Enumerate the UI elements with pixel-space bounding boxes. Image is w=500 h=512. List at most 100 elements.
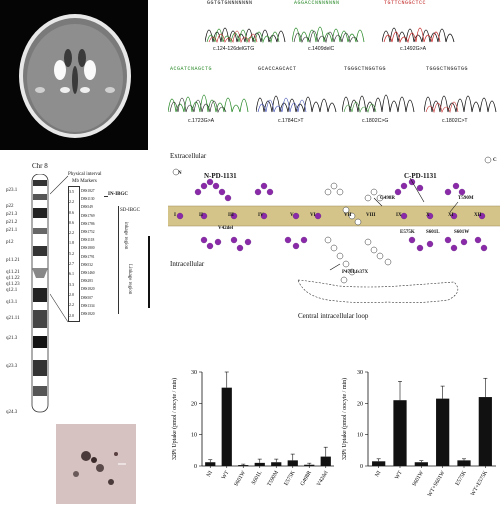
band-label: p21.2 bbox=[6, 220, 18, 225]
chromatogram-3-label: c.1492G>A bbox=[400, 46, 427, 52]
bar bbox=[205, 462, 216, 466]
sd-ibgc-bracket bbox=[118, 206, 119, 314]
band-label: p22 bbox=[6, 204, 14, 209]
band-label: q11.21 bbox=[6, 270, 20, 275]
y-tick-label: 0 bbox=[360, 464, 363, 470]
interval-value: 2.0 bbox=[69, 312, 74, 318]
bar bbox=[478, 397, 492, 466]
interval-value: 0.6 bbox=[69, 219, 74, 225]
bar-chart-left: 32Pi Uptake (pmol / oocyte / min)0102030… bbox=[171, 370, 334, 488]
interval-value: 2.2 bbox=[69, 302, 74, 308]
marker-name: D8S1786 bbox=[81, 221, 95, 226]
x-tick-label: S601W bbox=[233, 469, 247, 487]
marker-name: D8S1334 bbox=[81, 303, 95, 308]
y-axis-label: 32Pi Uptake (pmol / oocyte / min) bbox=[171, 378, 178, 460]
in-ibgc-label: IN-IBGC bbox=[108, 192, 129, 197]
marker-name: D8S1752 bbox=[81, 230, 95, 235]
interval-value: 2.7 bbox=[69, 261, 74, 267]
chromatogram-7: TGGGCTNGGTGG c.1802C>T bbox=[424, 66, 500, 126]
bar bbox=[320, 456, 331, 466]
helix-label: IX bbox=[396, 213, 402, 218]
interval-box bbox=[68, 186, 80, 322]
trace-5 bbox=[256, 95, 337, 113]
c-domain-label: C-PD-1131 bbox=[404, 172, 437, 180]
marker-name: D8S549 bbox=[81, 205, 93, 210]
helix-label: VI bbox=[310, 213, 316, 218]
chromatogram-1-label: c.124-126delGTG bbox=[213, 46, 255, 52]
marker-name: D8S1820 bbox=[81, 312, 95, 317]
linkage-bar bbox=[148, 236, 150, 308]
trace-6 bbox=[342, 94, 415, 114]
bar bbox=[304, 464, 315, 466]
bar bbox=[254, 462, 265, 466]
mutation-label: E575K bbox=[400, 230, 415, 235]
topology-diagram: Extracellular Intracellular N-PD-1131 C-… bbox=[168, 152, 500, 352]
marker-name: D8S1769 bbox=[81, 213, 95, 218]
central-loop-label: Central intracellular loop bbox=[298, 312, 369, 320]
band-label: p11.21 bbox=[6, 258, 20, 263]
bar bbox=[457, 460, 471, 466]
chromatogram-5-seq: GCACCAGCACT bbox=[258, 66, 297, 72]
chromatogram-2: AGGACCNNNNNNN c.1409delC bbox=[292, 0, 372, 55]
band-label: q13.1 bbox=[6, 300, 18, 305]
x-tick-label: E575K bbox=[283, 470, 296, 487]
chromosome-ideogram bbox=[31, 174, 49, 413]
helix-label: IV bbox=[258, 213, 264, 218]
mutation-label: S601W bbox=[454, 230, 470, 235]
marker-name: D8S283 bbox=[81, 279, 93, 284]
interval-value: 5.2 bbox=[69, 250, 74, 256]
mutation-label: P470Lfs37X bbox=[342, 270, 369, 275]
marker-name: D8S532 bbox=[81, 262, 93, 267]
x-tick-label: G498R bbox=[300, 470, 313, 487]
marker-name: D8S1800 bbox=[81, 246, 95, 251]
mutation-label: V42del bbox=[218, 226, 233, 231]
mb-markers-label: Mb Markers bbox=[72, 179, 97, 184]
bar bbox=[287, 460, 298, 466]
y-tick-label: 20 bbox=[357, 401, 363, 407]
chromatogram-4-seq: ACGATCNAGCTG bbox=[170, 66, 213, 72]
chromatogram-2-label: c.1409delC bbox=[308, 46, 335, 52]
interval-value: 2.0 bbox=[69, 291, 74, 297]
x-tick-label: E575K bbox=[455, 470, 468, 487]
chromatogram-5: GCACCAGCACT c.1784C>T bbox=[256, 66, 338, 126]
helix-label: VIII bbox=[366, 213, 376, 218]
chromatogram-4: ACGATCNAGCTG c.1723G>A bbox=[168, 66, 250, 126]
band-label: p23.1 bbox=[6, 188, 18, 193]
marker-name: D8S1118 bbox=[81, 238, 95, 243]
trace-7 bbox=[424, 95, 497, 114]
chromatogram-7-label: c.1802C>T bbox=[442, 118, 468, 124]
trace-3 bbox=[382, 27, 455, 44]
marker-name: D8S1460 bbox=[81, 271, 95, 276]
physical-interval-label: Physical interval bbox=[68, 172, 102, 177]
chromatogram-2-seq: AGGACCNNNNNNN bbox=[294, 0, 340, 6]
chromatogram-6-label: c.1802C>G bbox=[362, 118, 389, 124]
interval-value: 1.8 bbox=[69, 240, 74, 246]
chromosome-title: Chr 8 bbox=[32, 162, 48, 170]
chromatogram-7-seq: TGGGCTNGGTGG bbox=[426, 66, 469, 72]
intracellular-label: Intracellular bbox=[170, 260, 205, 268]
helix-label: II bbox=[199, 213, 203, 218]
bar bbox=[393, 400, 407, 466]
x-tick-label: V42del bbox=[316, 470, 330, 488]
helix-label: XI bbox=[448, 213, 454, 218]
marker-name: D8S1130 bbox=[81, 197, 95, 202]
x-tick-label: NI bbox=[374, 470, 382, 478]
y-tick-label: 0 bbox=[194, 464, 197, 470]
x-tick-label: NI bbox=[206, 470, 214, 478]
extracellular-label: Extracellular bbox=[170, 152, 207, 160]
helix-label: V bbox=[290, 213, 294, 218]
chromatogram-4-label: c.1723G>A bbox=[188, 118, 215, 124]
helix-label: VII bbox=[344, 213, 352, 218]
y-tick-label: 10 bbox=[357, 433, 363, 439]
marker-name: D8S1820 bbox=[81, 287, 95, 292]
marker-name: D8S1791 bbox=[81, 254, 95, 259]
y-tick-label: 30 bbox=[191, 370, 197, 376]
interval-value: 2.2 bbox=[69, 199, 74, 205]
x-tick-label: S601W bbox=[411, 469, 425, 487]
interval-value: 3.3 bbox=[69, 281, 74, 287]
chromatogram-1: GGTGTGNNNNNNN c.124-126delGTG bbox=[205, 0, 290, 55]
bar bbox=[271, 462, 282, 466]
membrane-svg bbox=[168, 156, 500, 303]
chromosome-panel: Chr 8 p23.1 p22 p21.3 p21.2 p21.1 p12 p1… bbox=[0, 160, 160, 420]
band-label: q11.23 bbox=[6, 282, 20, 287]
